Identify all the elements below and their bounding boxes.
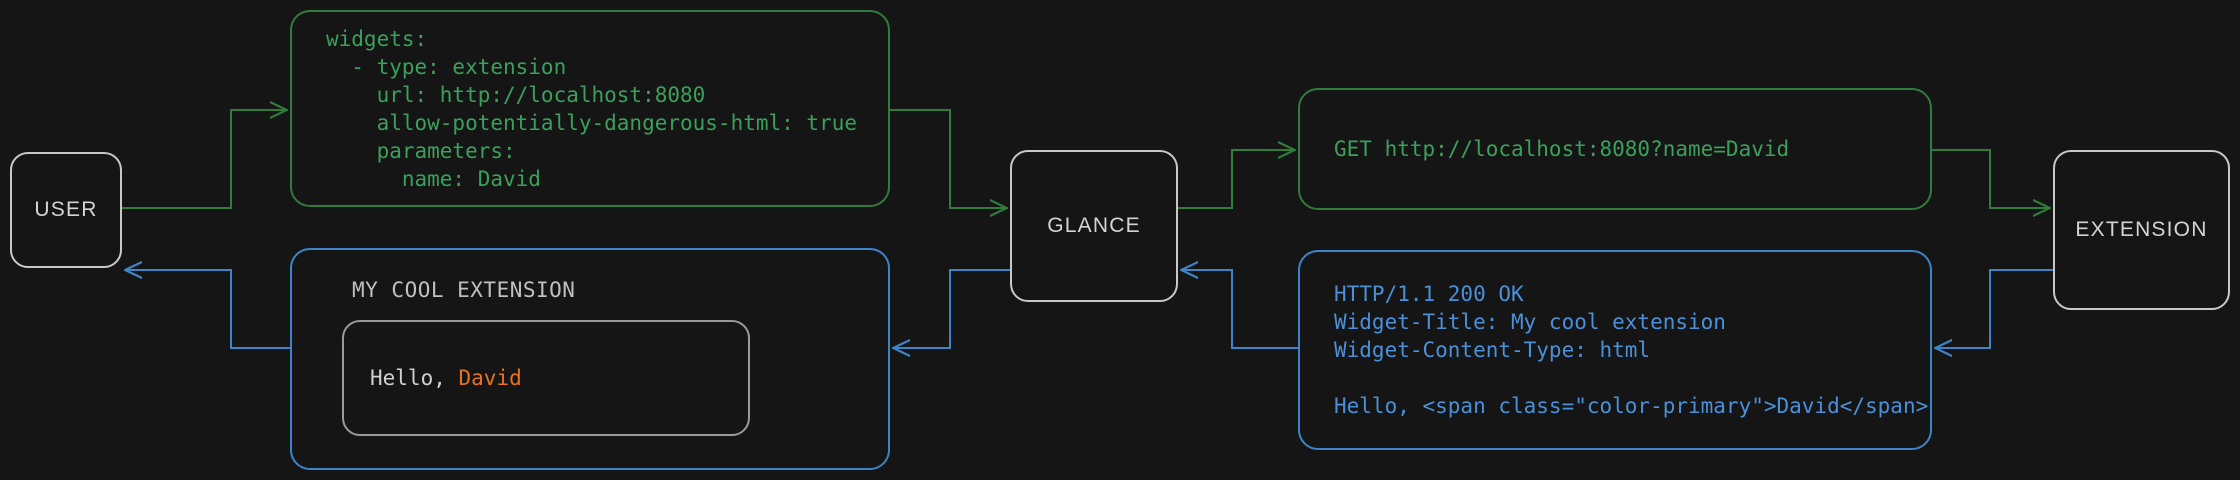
wire-glance-to-widget — [894, 269, 1010, 348]
wire-request-to-extension — [1932, 149, 2049, 208]
widget-content-frame: Hello, David — [342, 320, 750, 436]
message-http-response: HTTP/1.1 200 OK Widget-Title: My cool ex… — [1298, 250, 1932, 450]
node-user[interactable]: USER — [10, 152, 122, 268]
widget-greeting-name: David — [458, 366, 522, 390]
node-glance-label: GLANCE — [1047, 214, 1141, 237]
rendered-widget-card: MY COOL EXTENSION Hello, David — [290, 248, 890, 470]
widget-greeting-prefix: Hello, — [370, 366, 459, 390]
http-request-text: GET http://localhost:8080?name=David — [1334, 137, 1790, 161]
widget-title: MY COOL EXTENSION — [352, 278, 576, 302]
message-http-request: GET http://localhost:8080?name=David — [1298, 88, 1932, 210]
message-config-yaml: widgets: - type: extension url: http://l… — [290, 10, 890, 207]
wire-widget-to-user — [126, 270, 290, 349]
wire-response-to-glance — [1182, 270, 1298, 349]
node-extension-label: EXTENSION — [2075, 218, 2208, 241]
widget-greeting: Hello, David — [344, 366, 522, 390]
wire-glance-to-request — [1178, 150, 1294, 209]
wire-extension-to-response — [1936, 269, 2053, 348]
node-user-label: USER — [34, 198, 98, 221]
http-response-text: HTTP/1.1 200 OK Widget-Title: My cool ex… — [1334, 282, 1929, 418]
node-extension[interactable]: EXTENSION — [2053, 150, 2230, 310]
wire-user-to-config — [122, 110, 286, 209]
wire-config-to-glance — [890, 109, 1006, 208]
node-glance[interactable]: GLANCE — [1010, 150, 1178, 302]
config-yaml-text: widgets: - type: extension url: http://l… — [326, 26, 858, 191]
